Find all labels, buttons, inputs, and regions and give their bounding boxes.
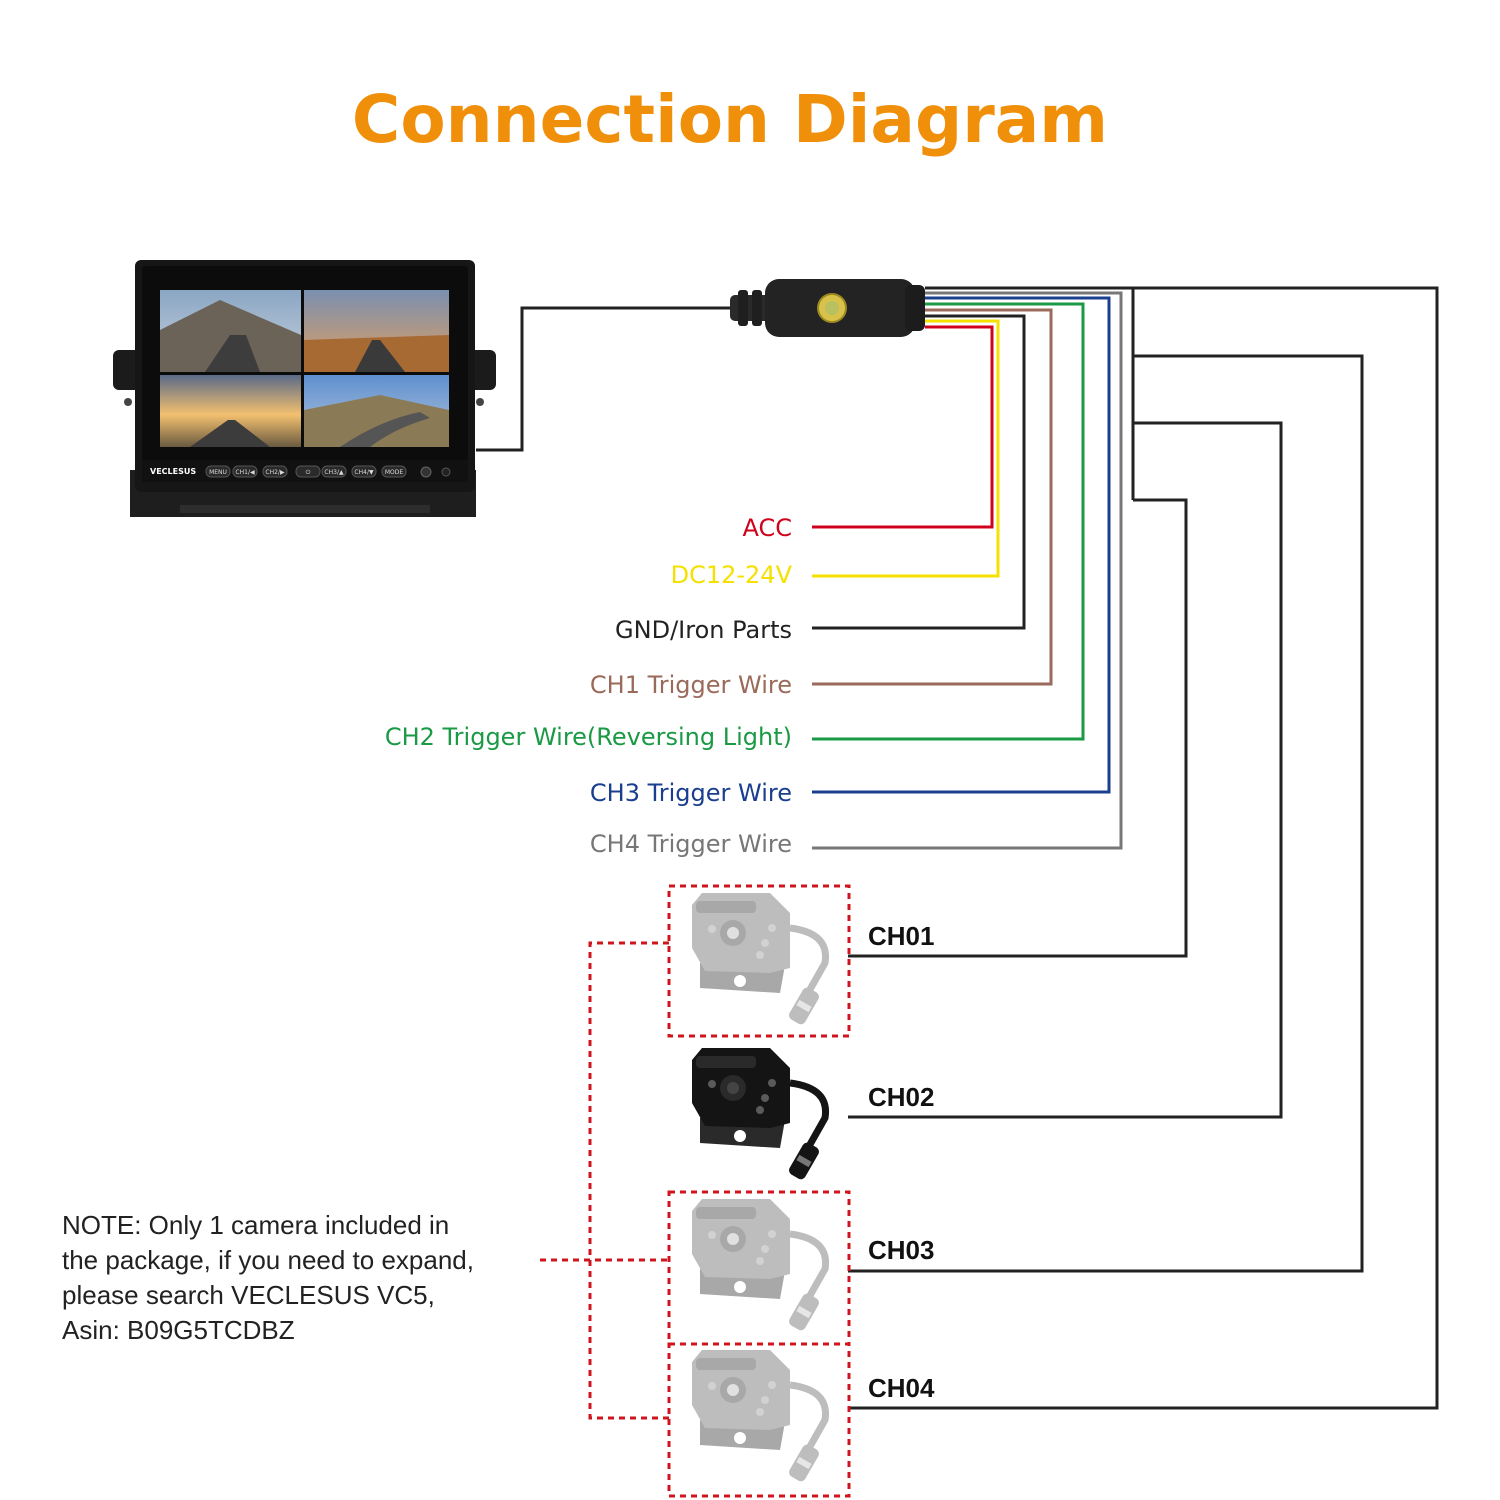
wire-label-gnd: GND/Iron Parts xyxy=(615,616,792,644)
note-line: NOTE: Only 1 camera included in xyxy=(62,1210,449,1240)
video-cable-ch03 xyxy=(848,354,1364,1273)
camera-ch03 xyxy=(692,1199,830,1331)
monitor-button xyxy=(381,465,407,478)
optional-camera-outline xyxy=(540,884,851,1498)
monitor-button-label: ⏻ xyxy=(306,469,311,476)
monitor-button xyxy=(262,465,288,478)
expansion-note: NOTE: Only 1 camera included in the packa… xyxy=(62,1210,474,1345)
camera-ch01 xyxy=(692,893,830,1025)
wire-label-ch3: CH3 Trigger Wire xyxy=(590,779,792,807)
monitor-button xyxy=(232,465,258,478)
channel-label-ch04: CH04 xyxy=(868,1373,935,1403)
camera-ch04 xyxy=(692,1350,830,1482)
monitor-button-label: MENU xyxy=(209,469,227,476)
wire-label-acc: ACC xyxy=(742,514,792,542)
wire-gnd xyxy=(812,314,1026,630)
monitor: VECLESUS MENU CH1/◀ CH2/▶ ⏻ CH3/▲ CH4/▼ MODE xyxy=(113,260,496,517)
wire-ch4 xyxy=(812,291,1123,850)
wire-ch2 xyxy=(812,302,1085,741)
monitor-button xyxy=(321,465,347,478)
channel-label-ch03: CH03 xyxy=(868,1235,934,1265)
monitor-button xyxy=(351,465,377,478)
monitor-cable xyxy=(476,306,740,452)
harness-connector xyxy=(730,279,925,337)
monitor-button-label: MODE xyxy=(385,469,404,476)
wire-ch3 xyxy=(812,296,1111,794)
diagram-title: Connection Diagram xyxy=(352,81,1108,158)
wire-ch1 xyxy=(812,308,1053,686)
wire-dc xyxy=(812,319,1000,578)
monitor-screen xyxy=(160,290,449,447)
channel-label-ch02: CH02 xyxy=(868,1082,934,1112)
camera-ch02 xyxy=(692,1048,830,1180)
monitor-button-label: CH2/▶ xyxy=(265,469,285,476)
video-cable-ch04 xyxy=(848,286,1439,1410)
monitor-button-label: CH3/▲ xyxy=(324,469,344,476)
note-line: Asin: B09G5TCDBZ xyxy=(62,1315,295,1345)
channel-label-ch01: CH01 xyxy=(868,921,934,951)
video-cable-ch02 xyxy=(848,421,1283,1119)
wire-label-ch2: CH2 Trigger Wire(Reversing Light) xyxy=(385,723,792,751)
note-line: please search VECLESUS VC5, xyxy=(62,1280,435,1310)
monitor-brand: VECLESUS xyxy=(150,467,196,476)
wire-acc xyxy=(812,325,994,529)
monitor-button-label: CH1/◀ xyxy=(235,469,255,476)
monitor-button xyxy=(205,465,231,478)
monitor-button xyxy=(295,465,321,478)
wire-label-ch4: CH4 Trigger Wire xyxy=(590,830,792,858)
wire-label-dc: DC12-24V xyxy=(671,561,793,589)
note-line: the package, if you need to expand, xyxy=(62,1245,474,1275)
wire-label-ch1: CH1 Trigger Wire xyxy=(590,671,792,699)
monitor-button-label: CH4/▼ xyxy=(354,469,374,476)
video-cable-ch01 xyxy=(848,498,1188,958)
